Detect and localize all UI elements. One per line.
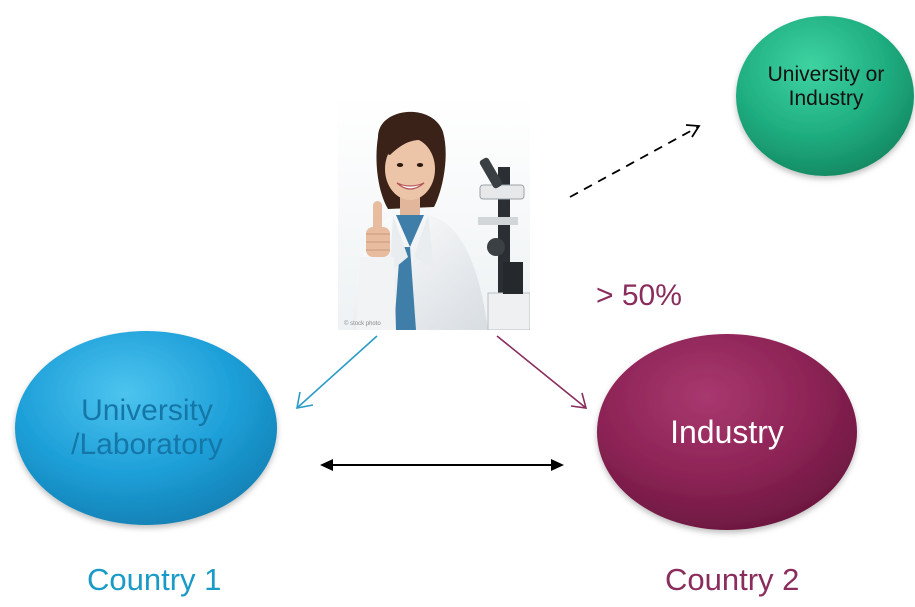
- microscope-shape: [478, 157, 530, 330]
- country-1-label: Country 1: [87, 562, 222, 597]
- arrow-between-countries: [320, 459, 564, 471]
- industry-node: [597, 334, 857, 530]
- arrow-to-university-laboratory: [295, 335, 378, 410]
- university-laboratory-node: [15, 331, 277, 525]
- arrow-to-university-or-industry: [569, 124, 701, 198]
- arrow-to-industry: [496, 335, 588, 409]
- scientist-photo: © stock photo: [338, 97, 530, 330]
- country-2-label: Country 2: [665, 562, 800, 597]
- photo-watermark: © stock photo: [344, 320, 381, 327]
- percentage-label: > 50%: [596, 279, 682, 312]
- university-or-industry-node: [736, 16, 914, 176]
- scientist-illustration: © stock photo: [338, 97, 530, 330]
